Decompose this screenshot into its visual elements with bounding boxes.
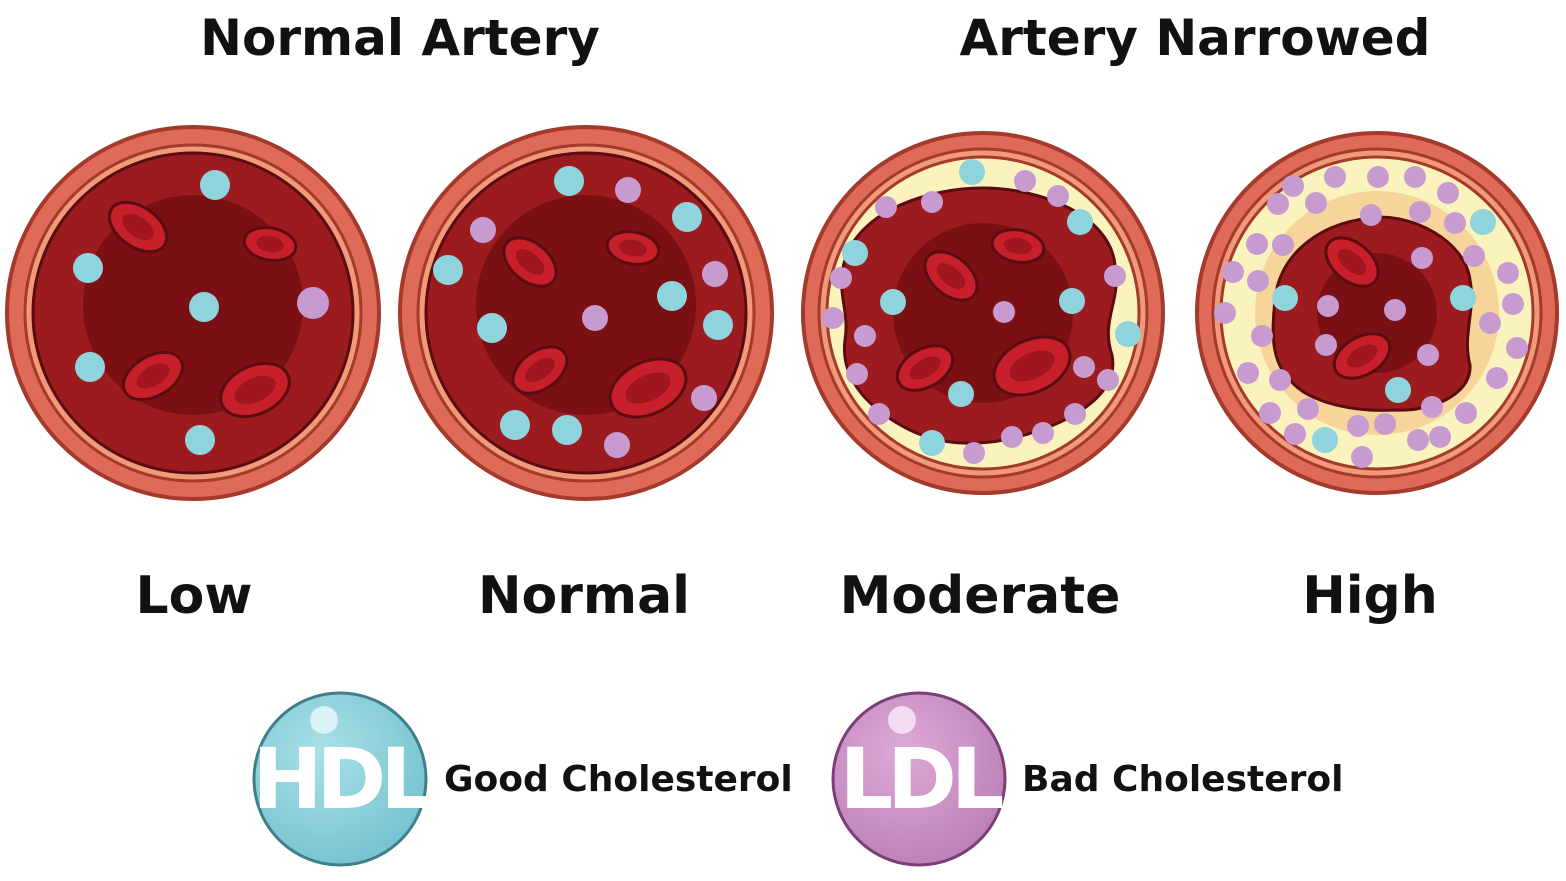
artery-normal <box>398 125 774 501</box>
red-blood-cells <box>895 228 1072 397</box>
hdl-particles <box>73 170 230 455</box>
legend-ldl-label: Bad Cholesterol <box>1022 759 1344 800</box>
artery-low <box>5 125 381 501</box>
ldl-badge: LDL <box>831 691 1009 867</box>
red-blood-cell <box>895 344 955 392</box>
level-label-low: Low <box>135 566 253 626</box>
red-blood-cell <box>511 345 569 395</box>
red-blood-cell <box>992 335 1072 397</box>
red-blood-cell <box>1324 236 1380 288</box>
normal-artery-heading: Normal Artery <box>200 9 600 67</box>
ldl-particles <box>1214 166 1528 468</box>
artery-narrowed-heading: Artery Narrowed <box>959 9 1431 67</box>
red-blood-cells <box>1324 236 1392 380</box>
hdl-badge-text: HDL <box>252 730 432 828</box>
artery-moderate <box>801 131 1165 495</box>
red-blood-cells <box>107 200 298 419</box>
red-blood-cell <box>122 350 184 402</box>
red-blood-cell <box>502 236 558 288</box>
legend-hdl-label: Good Cholesterol <box>444 759 793 800</box>
level-label-moderate: Moderate <box>839 566 1121 626</box>
hdl-badge: HDL <box>252 691 438 867</box>
red-blood-cell <box>990 228 1046 264</box>
hdl-particles <box>1272 209 1496 453</box>
red-blood-cell <box>605 230 661 266</box>
hdl-particles <box>842 159 1141 456</box>
red-blood-cell <box>923 250 979 302</box>
red-blood-cell <box>242 226 298 262</box>
ldl-particles <box>822 170 1126 464</box>
level-label-normal: Normal <box>478 566 690 626</box>
level-label-high: High <box>1302 566 1438 626</box>
artery-high <box>1195 131 1559 495</box>
red-blood-cells <box>502 230 688 419</box>
red-blood-cell <box>107 200 169 254</box>
red-blood-cell <box>608 357 688 419</box>
red-blood-cell <box>1332 332 1392 380</box>
ldl-badge-text: LDL <box>840 730 1003 828</box>
red-blood-cell <box>219 361 291 419</box>
ldl-particles <box>297 287 329 319</box>
ldl-particles <box>470 177 728 458</box>
hdl-particles <box>433 166 733 445</box>
